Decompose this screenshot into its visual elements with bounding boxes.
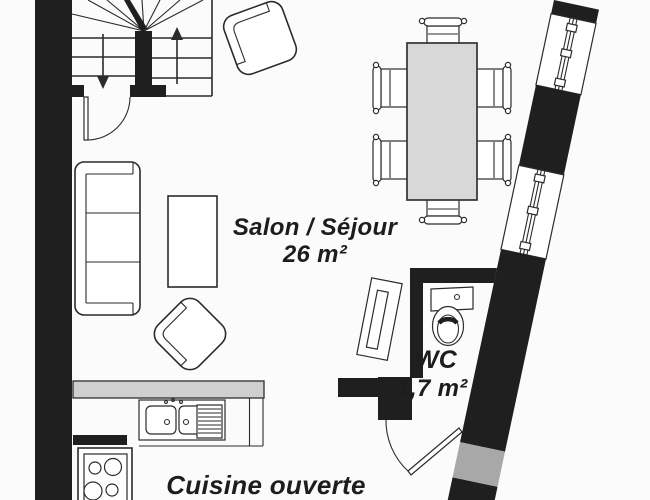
wc-pillar: [378, 377, 412, 420]
wc-left-wall: [410, 268, 423, 378]
armchair-top: [222, 0, 298, 76]
stair-door: [83, 96, 131, 141]
wc-door: [385, 417, 463, 476]
kitchen-counter: [72, 380, 265, 447]
staircase: [71, 0, 213, 97]
stair-bottom-wall: [130, 85, 166, 97]
wc-top-wall: [412, 268, 497, 283]
stair-bottom-wall: [72, 85, 84, 97]
dining-chair: [372, 61, 412, 115]
dining-chair: [472, 61, 512, 115]
kitchen-sink: [138, 398, 226, 441]
window: [500, 164, 565, 260]
sofa: [74, 161, 141, 316]
toilet: [430, 286, 474, 347]
stove: [77, 447, 133, 500]
stair-down-arrow: [97, 34, 109, 89]
radiator: [356, 277, 403, 362]
window: [535, 12, 597, 96]
dining-chair: [372, 133, 412, 187]
stair-winder-wall: [124, 0, 147, 32]
dining-chair: [472, 133, 512, 187]
dining-table: [406, 42, 478, 201]
coffee-table: [167, 195, 218, 288]
exterior-wall-right: [443, 0, 599, 500]
kitchen-stub-wall-upper: [338, 378, 378, 397]
wall-gray-segment: [452, 442, 506, 487]
armchair-salon: [153, 297, 227, 371]
stair-up-arrow: [171, 27, 183, 84]
sink-drainer: [196, 404, 223, 439]
kitchen-half-wall: [73, 435, 127, 445]
structural-walls: [35, 0, 599, 500]
stair-divider-wall: [135, 31, 152, 95]
exterior-wall-left: [35, 0, 72, 500]
dining-set: [372, 17, 512, 225]
